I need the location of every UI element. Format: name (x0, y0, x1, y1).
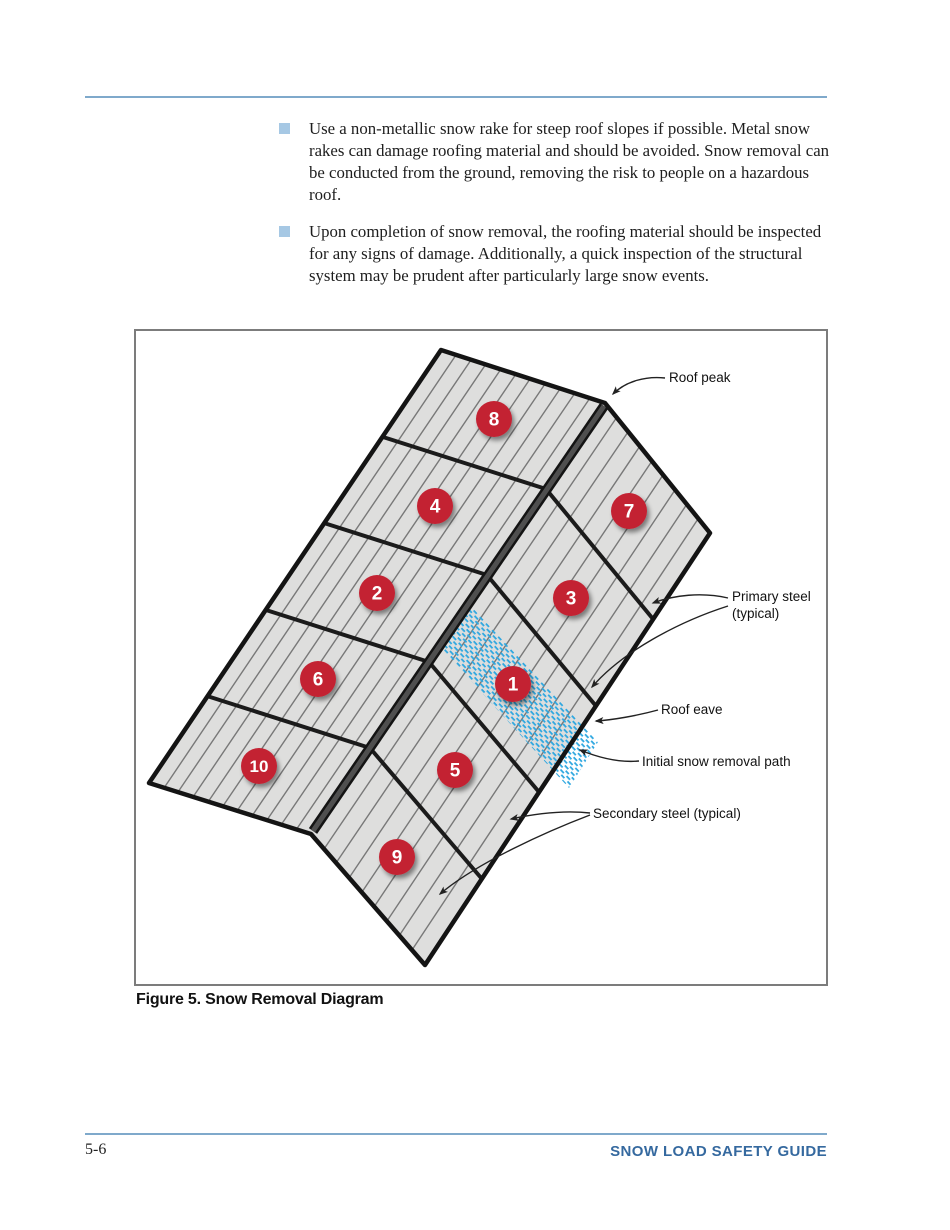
sequence-marker-1: 1 (495, 666, 531, 702)
label-primary-steel: Primary steel (732, 589, 811, 604)
sequence-marker-10: 10 (241, 748, 277, 784)
svg-text:3: 3 (566, 589, 577, 610)
body-text: Use a non-metallic snow rake for steep r… (279, 118, 835, 302)
footer-page-number: 5-6 (85, 1141, 107, 1158)
bullet-square-icon (279, 123, 290, 134)
secondary-steel-lines-left (163, 354, 591, 831)
label-roof-peak: Roof peak (669, 370, 731, 385)
footer-guide-title: SNOW LOAD SAFETY GUIDE (610, 1143, 827, 1160)
roof-ridge (308, 403, 609, 834)
secondary-steel-arrow-lower (438, 814, 591, 895)
figure-caption: Figure 5. Snow Removal Diagram (136, 991, 384, 1008)
bullet-item: Upon completion of snow removal, the roo… (279, 221, 835, 287)
svg-text:4: 4 (430, 497, 441, 518)
sequence-marker-7: 7 (611, 493, 647, 529)
label-initial-snow-removal-path: Initial snow removal path (642, 754, 791, 769)
svg-text:10: 10 (250, 757, 269, 776)
svg-text:8: 8 (489, 410, 500, 431)
label-primary-steel-typical: (typical) (732, 606, 779, 621)
sequence-marker-4: 4 (417, 488, 453, 524)
snow-removal-diagram-svg: 1 2 3 4 5 6 7 8 9 10 Roof peak (146, 347, 811, 968)
sequence-marker-9: 9 (379, 839, 415, 875)
sequence-marker-3: 3 (553, 580, 589, 616)
sequence-marker-8: 8 (476, 401, 512, 437)
svg-text:6: 6 (313, 670, 324, 691)
roof-outline (146, 347, 713, 968)
secondary-steel-arrow-upper (509, 811, 591, 821)
bullet-square-icon (279, 226, 290, 237)
label-secondary-steel: Secondary steel (typical) (593, 806, 741, 821)
svg-text:2: 2 (372, 584, 383, 605)
svg-text:7: 7 (624, 502, 635, 523)
footer-rule (85, 1133, 827, 1135)
roof-eave-arrow (594, 709, 659, 725)
top-rule (85, 96, 827, 98)
primary-steel-lines (206, 435, 655, 881)
svg-text:9: 9 (392, 848, 403, 869)
figure-snow-removal-diagram: 1 2 3 4 5 6 7 8 9 10 Roof peak (134, 329, 828, 986)
primary-steel-arrow-lower (591, 605, 729, 689)
bullet-text: Use a non-metallic snow rake for steep r… (309, 119, 830, 204)
bullet-text: Upon completion of snow removal, the roo… (309, 222, 822, 285)
sequence-marker-5: 5 (437, 752, 473, 788)
label-roof-eave: Roof eave (661, 702, 723, 717)
primary-steel-arrow-upper (651, 594, 729, 604)
initial-path-arrow (578, 749, 640, 763)
svg-text:1: 1 (508, 675, 519, 696)
roof-peak-arrow (611, 376, 666, 396)
bullet-item: Use a non-metallic snow rake for steep r… (279, 118, 835, 206)
sequence-marker-2: 2 (359, 575, 395, 611)
sequence-marker-6: 6 (300, 661, 336, 697)
svg-text:5: 5 (450, 761, 461, 782)
